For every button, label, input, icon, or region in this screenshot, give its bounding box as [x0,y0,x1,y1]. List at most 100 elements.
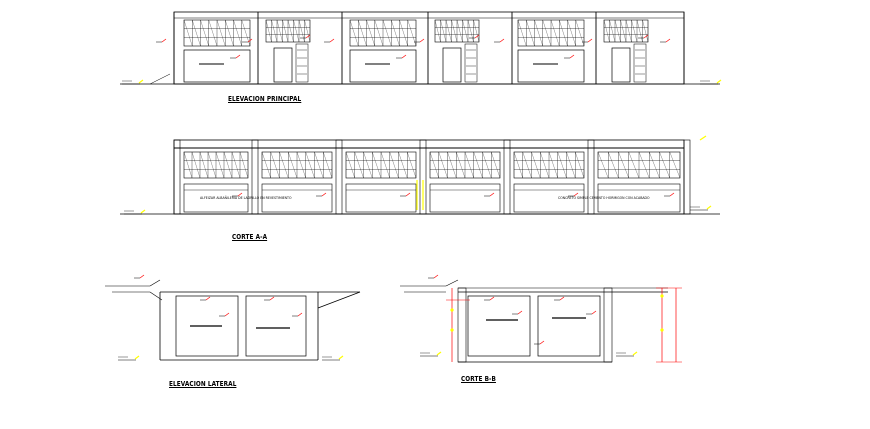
side-elevation-view [105,274,361,361]
pier-annotation [329,38,335,43]
lattice-diagonal [323,151,333,179]
lattice-diagonal [575,19,585,47]
section-column [683,139,691,215]
shop-opening [183,49,251,83]
lattice-diagonal [609,19,616,43]
lattice-diagonal [304,19,311,43]
lattice-diagonal [464,151,474,179]
section-outline [173,139,685,215]
side-panel-left [175,295,239,357]
lattice-diagonal [183,151,193,179]
lattice-diagonal [447,151,457,179]
section-room [183,183,249,213]
lattice-diagonal [575,151,585,179]
side-panel-right [245,295,307,357]
shop-opening [349,49,417,83]
level-marker [140,209,146,214]
section-annotation [573,192,579,197]
lattice-diagonal [288,151,298,179]
lattice-diagonal [271,19,278,43]
lattice-diagonal [407,19,417,47]
top-level-marker [699,135,707,141]
door-side-panel [633,43,647,83]
section-annotation [489,192,495,197]
lattice-diagonal [597,151,609,179]
lattice-diagonal [282,19,289,43]
lattice-diagonal [649,151,660,179]
lattice-diagonal [440,19,447,43]
lattice-diagonal [608,151,619,179]
lattice-diagonal [191,151,201,179]
lattice-diagonal [199,151,209,179]
bb-room-right [537,295,601,357]
door-side-panel [464,43,478,83]
lattice-diagonal [363,151,373,179]
lattice-diagonal [456,19,463,43]
bay-annotation [569,54,575,59]
grade-step [149,279,161,287]
lattice-diagonal [517,19,527,47]
section-room [429,183,501,213]
lattice-diagonal [215,151,225,179]
bb-room-left [467,295,531,357]
lattice-diagonal [467,19,474,43]
bb-annotation [591,310,597,315]
pier-annotation [499,38,505,43]
grade-step [149,291,163,301]
lattice-diagonal [223,151,233,179]
lattice-diagonal [429,151,439,179]
section-aa-view [120,135,720,215]
section-room [597,183,681,213]
bb-level-dot [450,308,454,312]
lattice-diagonal [445,19,452,43]
lattice-diagonal [628,151,640,179]
section-column [173,139,181,215]
bb-grade-step [445,279,459,287]
section-column [503,139,511,215]
lattice-diagonal [382,19,392,47]
section-annotation [237,192,243,197]
lattice-diagonal [261,151,271,179]
bb-annotation [559,296,565,301]
entry-door [273,47,293,83]
lattice-diagonal [183,19,193,47]
section-aa-note-right: CONCRETO SIMPLE CEMENTO HORMIGON CON ACA… [558,196,650,200]
door-annotation [643,34,649,39]
lattice-diagonal [398,151,408,179]
lattice-diagonal [208,19,218,47]
lattice-diagonal [638,151,650,179]
section-column [587,139,595,215]
bb-annotation [489,296,495,301]
lattice-diagonal [276,19,283,43]
lattice-diagonal [399,19,408,47]
lattice-diagonal [279,151,289,179]
pier-annotation [161,38,167,43]
shop-opening [517,49,585,83]
level-marker [134,355,140,360]
grade-annotation [139,274,145,279]
lattice-diagonal [522,151,532,179]
level-marker [716,79,722,84]
lattice-diagonal [358,19,367,47]
door-annotation [305,34,311,39]
lattice-diagonal [669,151,681,179]
section-room [513,183,585,213]
section-room [261,183,333,213]
lattice-diagonal [225,19,234,47]
lattice-diagonal [374,19,384,47]
bb-level-dot [660,328,664,332]
lattice-diagonal [192,19,201,47]
section-aa-title: CORTE A-A [232,233,268,241]
lattice-diagonal [389,151,399,179]
lattice-diagonal [473,19,480,43]
lattice-diagonal [603,19,610,43]
lattice-diagonal [462,19,469,43]
pier-annotation [587,38,593,43]
lattice-diagonal [438,151,448,179]
lattice-diagonal [354,151,364,179]
section-annotation [669,192,675,197]
lattice-diagonal [557,151,567,179]
lattice-diagonal [305,151,315,179]
lattice-diagonal [265,19,272,43]
